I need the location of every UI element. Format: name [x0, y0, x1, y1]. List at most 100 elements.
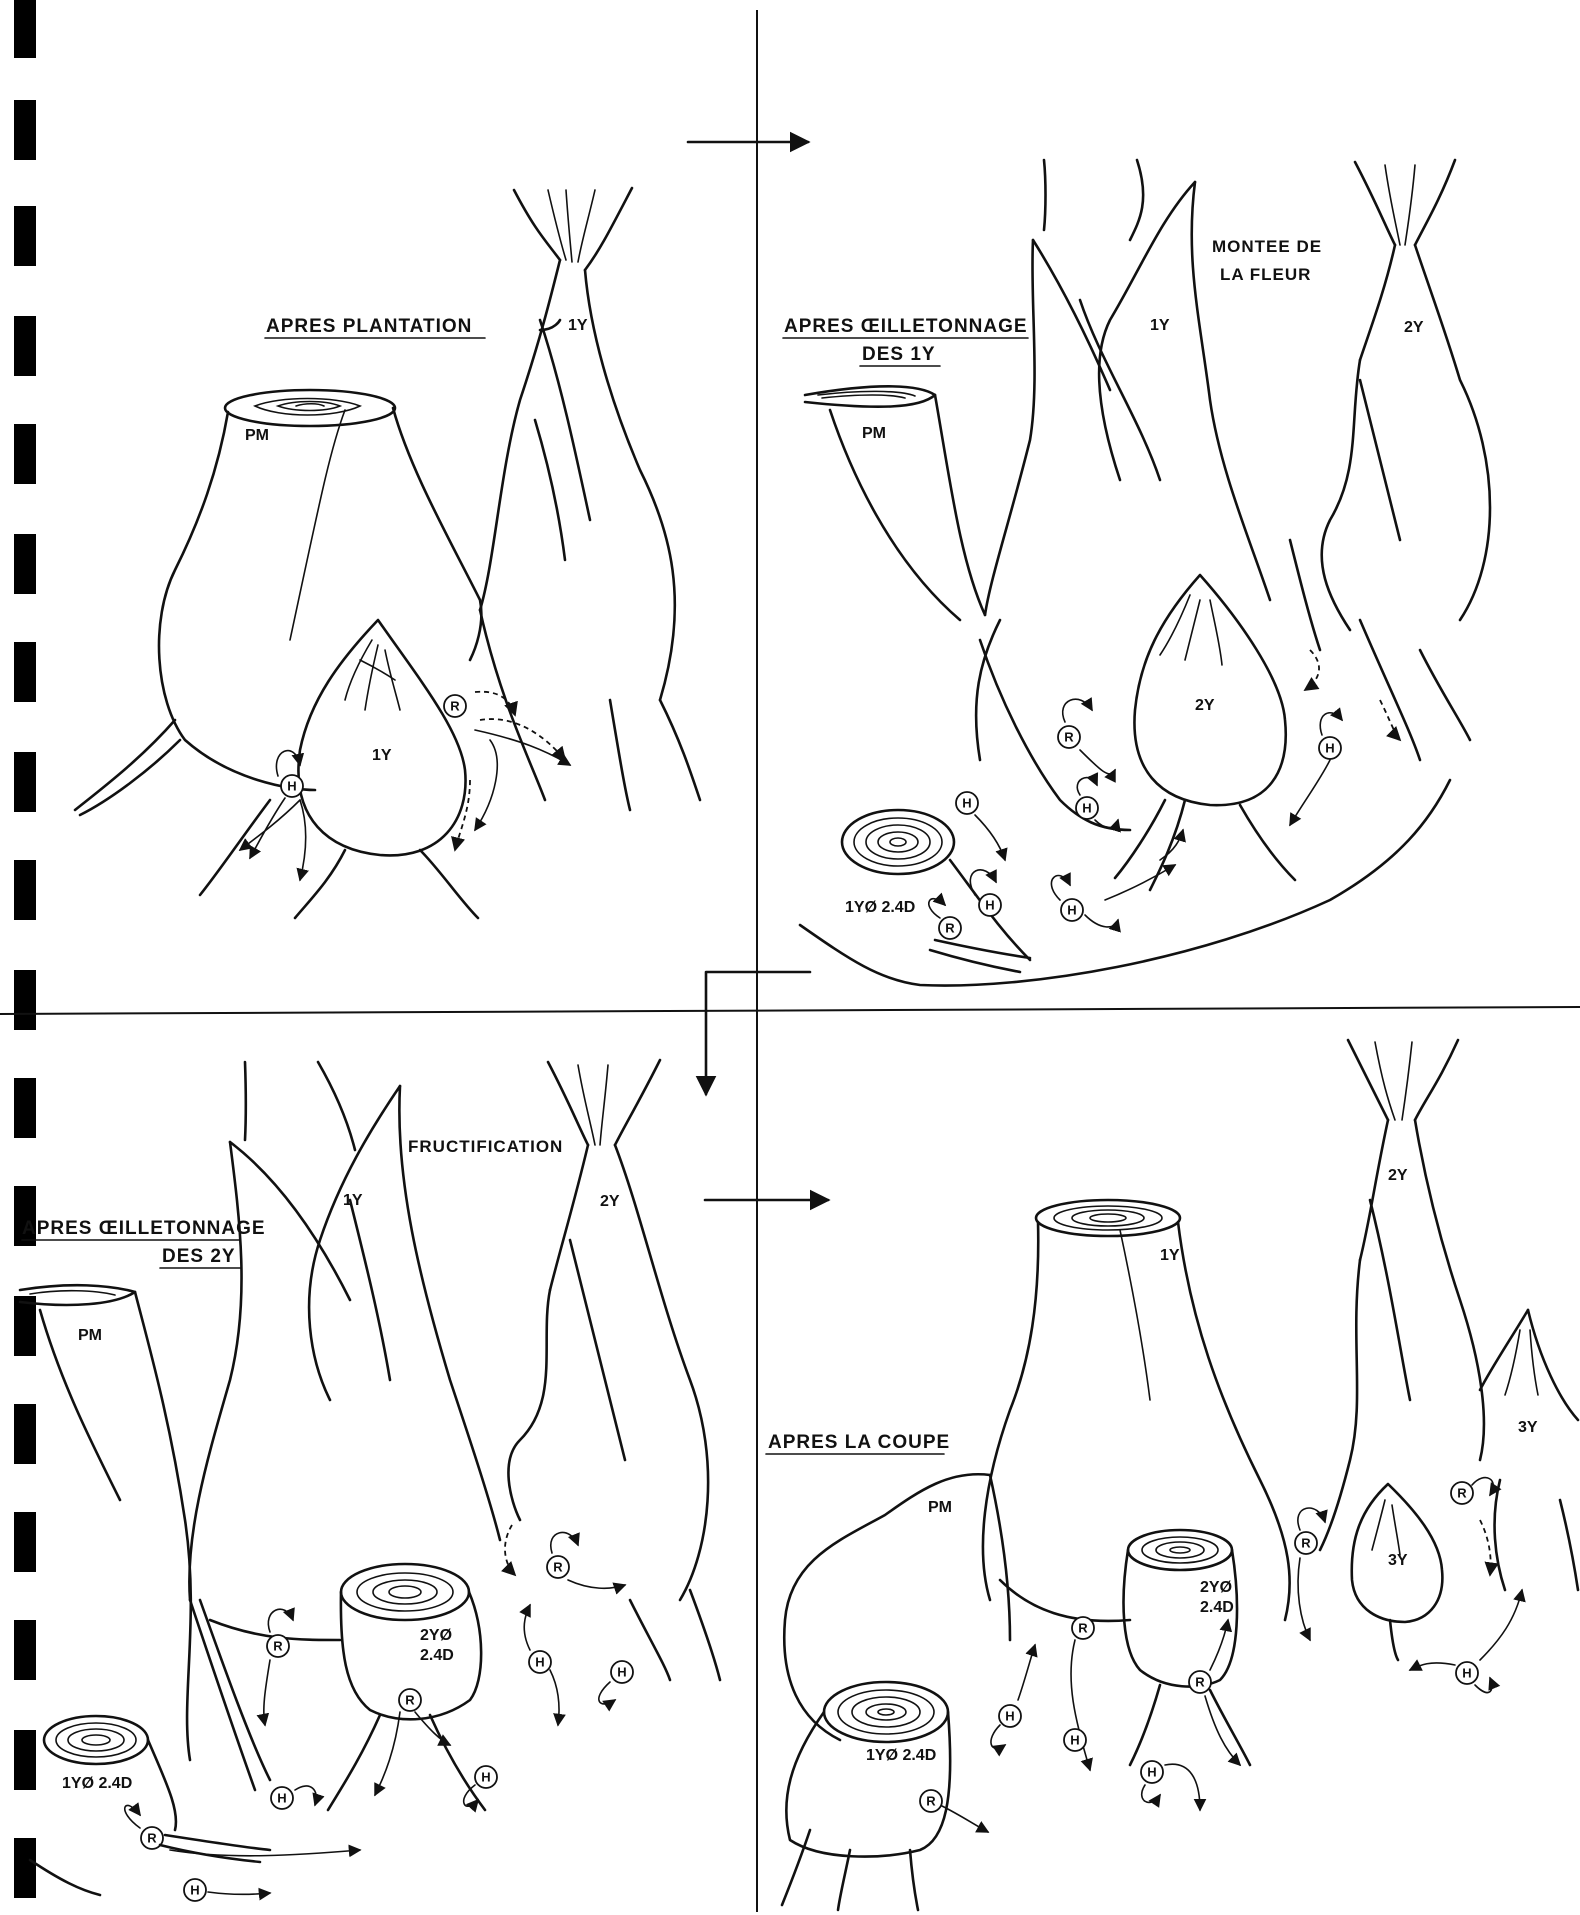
marker-h: H — [1076, 797, 1098, 819]
marker-r: R — [1451, 1482, 1473, 1504]
svg-text:H: H — [962, 796, 971, 811]
marker-r: R — [1058, 726, 1080, 748]
marker-h: H — [956, 792, 978, 814]
label-1y-sucker: 1Y — [568, 317, 588, 334]
sucker-2y-side: 2Y — [1320, 1040, 1484, 1550]
svg-text:R: R — [1064, 730, 1074, 745]
panel-title-line1: APRES ŒILLETONNAGE — [22, 1218, 266, 1239]
marker-h: H — [1319, 737, 1341, 759]
svg-text:R: R — [1195, 1675, 1205, 1690]
plant-1y-cut: 1Y — [983, 1200, 1290, 1621]
mother-plant-remains: PM — [784, 1474, 1010, 1740]
label-2y: 2Y — [1388, 1167, 1408, 1184]
marker-h: H — [1061, 899, 1083, 921]
note-line2: LA FLEUR — [1220, 265, 1311, 284]
svg-text:H: H — [535, 1655, 544, 1670]
panel-title-line2: DES 1Y — [862, 344, 936, 365]
mother-plant: PM — [75, 390, 481, 815]
svg-text:H: H — [481, 1770, 490, 1785]
svg-text:R: R — [405, 1693, 415, 1708]
label-2y: 2Y — [600, 1193, 620, 1210]
svg-text:H: H — [1070, 1733, 1079, 1748]
marker-r: R — [1189, 1671, 1211, 1693]
svg-text:H: H — [1067, 903, 1076, 918]
svg-text:H: H — [1005, 1709, 1014, 1724]
marker-h: H — [979, 894, 1001, 916]
label-pm: PM — [928, 1499, 952, 1516]
marker-h: H — [529, 1651, 551, 1673]
svg-text:R: R — [945, 921, 955, 936]
cut-stump-2y: 2YØ 2.4D — [328, 1564, 485, 1810]
marker-r: R — [399, 1689, 421, 1711]
svg-text:R: R — [1301, 1536, 1311, 1551]
panel-title-line2: DES 2Y — [162, 1246, 236, 1267]
svg-text:H: H — [190, 1883, 199, 1898]
label-pm: PM — [862, 425, 886, 442]
label-3y-bulb: 3Y — [1388, 1552, 1408, 1569]
note-line1: MONTEE DE — [1212, 237, 1322, 256]
label-1y-cut: 1YØ 2.4D — [62, 1775, 132, 1792]
svg-text:H: H — [1325, 741, 1334, 756]
marker-r: R — [1072, 1617, 1094, 1639]
label-1y: 1Y — [1150, 317, 1170, 334]
label-1y-bulb: 1Y — [372, 747, 392, 764]
marker-r: R — [939, 917, 961, 939]
panel-title: APRES LA COUPE — [768, 1432, 950, 1453]
plant-1y: 1Y — [985, 160, 1270, 615]
panel-apres-la-coupe: APRES LA COUPE 1Y 2Y — [766, 1040, 1578, 1910]
mother-plant-cut: PM — [20, 1285, 191, 1760]
svg-text:R: R — [1457, 1486, 1467, 1501]
panel-title-line1: APRES ŒILLETONNAGE — [784, 316, 1028, 337]
label-1y-cut: 1YØ 2.4D — [866, 1747, 936, 1764]
cut-stump-1y: 1YØ 2.4D — [30, 1716, 176, 1895]
svg-text:H: H — [985, 898, 994, 913]
marker-r: R — [547, 1556, 569, 1578]
panel-apres-plantation: APRES PLANTATION PM 1Y — [75, 188, 700, 918]
label-2y-cut-line1: 2YØ — [1200, 1579, 1232, 1596]
label-2y-side: 2Y — [1404, 319, 1424, 336]
label-1y: 1Y — [1160, 1247, 1180, 1264]
marker-r: R — [267, 1635, 289, 1657]
marker-h: H — [1141, 1761, 1163, 1783]
svg-text:R: R — [147, 1831, 157, 1846]
svg-text:R: R — [553, 1560, 563, 1575]
svg-text:R: R — [1078, 1621, 1088, 1636]
label-1y-cut: 1YØ 2.4D — [845, 899, 915, 916]
sucker-3y-side: 3Y — [1480, 1310, 1578, 1590]
panel-apres-oeilletonnage-1y: APRES ŒILLETONNAGE DES 1Y MONTEE DE LA F… — [783, 160, 1490, 986]
cut-stump-2y: 2YØ 2.4D — [1124, 1530, 1250, 1765]
marker-h: H — [281, 775, 303, 797]
marker-r: R — [1295, 1532, 1317, 1554]
label-2y-bulb: 2Y — [1195, 697, 1215, 714]
svg-text:H: H — [287, 779, 296, 794]
label-pm: PM — [78, 1327, 102, 1344]
marker-h: H — [184, 1879, 206, 1901]
label-pm: PM — [245, 427, 269, 444]
bulb-2y: 2Y — [1115, 575, 1295, 890]
panel-title: APRES PLANTATION — [266, 316, 472, 337]
bulb-1y-front: 1Y — [295, 620, 478, 918]
label-1y: 1Y — [343, 1192, 363, 1209]
horizontal-divider — [0, 1007, 1580, 1014]
svg-text:H: H — [617, 1665, 626, 1680]
svg-text:H: H — [1147, 1765, 1156, 1780]
mother-plant-cut: PM — [805, 386, 985, 620]
label-3y-side: 3Y — [1518, 1419, 1538, 1436]
marker-r: R — [920, 1790, 942, 1812]
svg-text:R: R — [450, 699, 460, 714]
svg-text:R: R — [273, 1639, 283, 1654]
bulb-3y: 3Y — [1352, 1484, 1443, 1660]
marker-r: R — [444, 695, 466, 717]
svg-text:R: R — [926, 1794, 936, 1809]
marker-h: H — [1456, 1662, 1478, 1684]
svg-text:H: H — [277, 1791, 286, 1806]
label-2y-cut-line1: 2YØ — [420, 1627, 452, 1644]
label-2y-cut-line2: 2.4D — [1200, 1599, 1234, 1616]
marker-h: H — [999, 1705, 1021, 1727]
svg-text:H: H — [1462, 1666, 1471, 1681]
binding-strip — [14, 0, 36, 1898]
cut-stump-1y: 1YØ 2.4D — [842, 810, 1030, 960]
marker-h: H — [611, 1661, 633, 1683]
note-fructification: FRUCTIFICATION — [408, 1137, 563, 1156]
